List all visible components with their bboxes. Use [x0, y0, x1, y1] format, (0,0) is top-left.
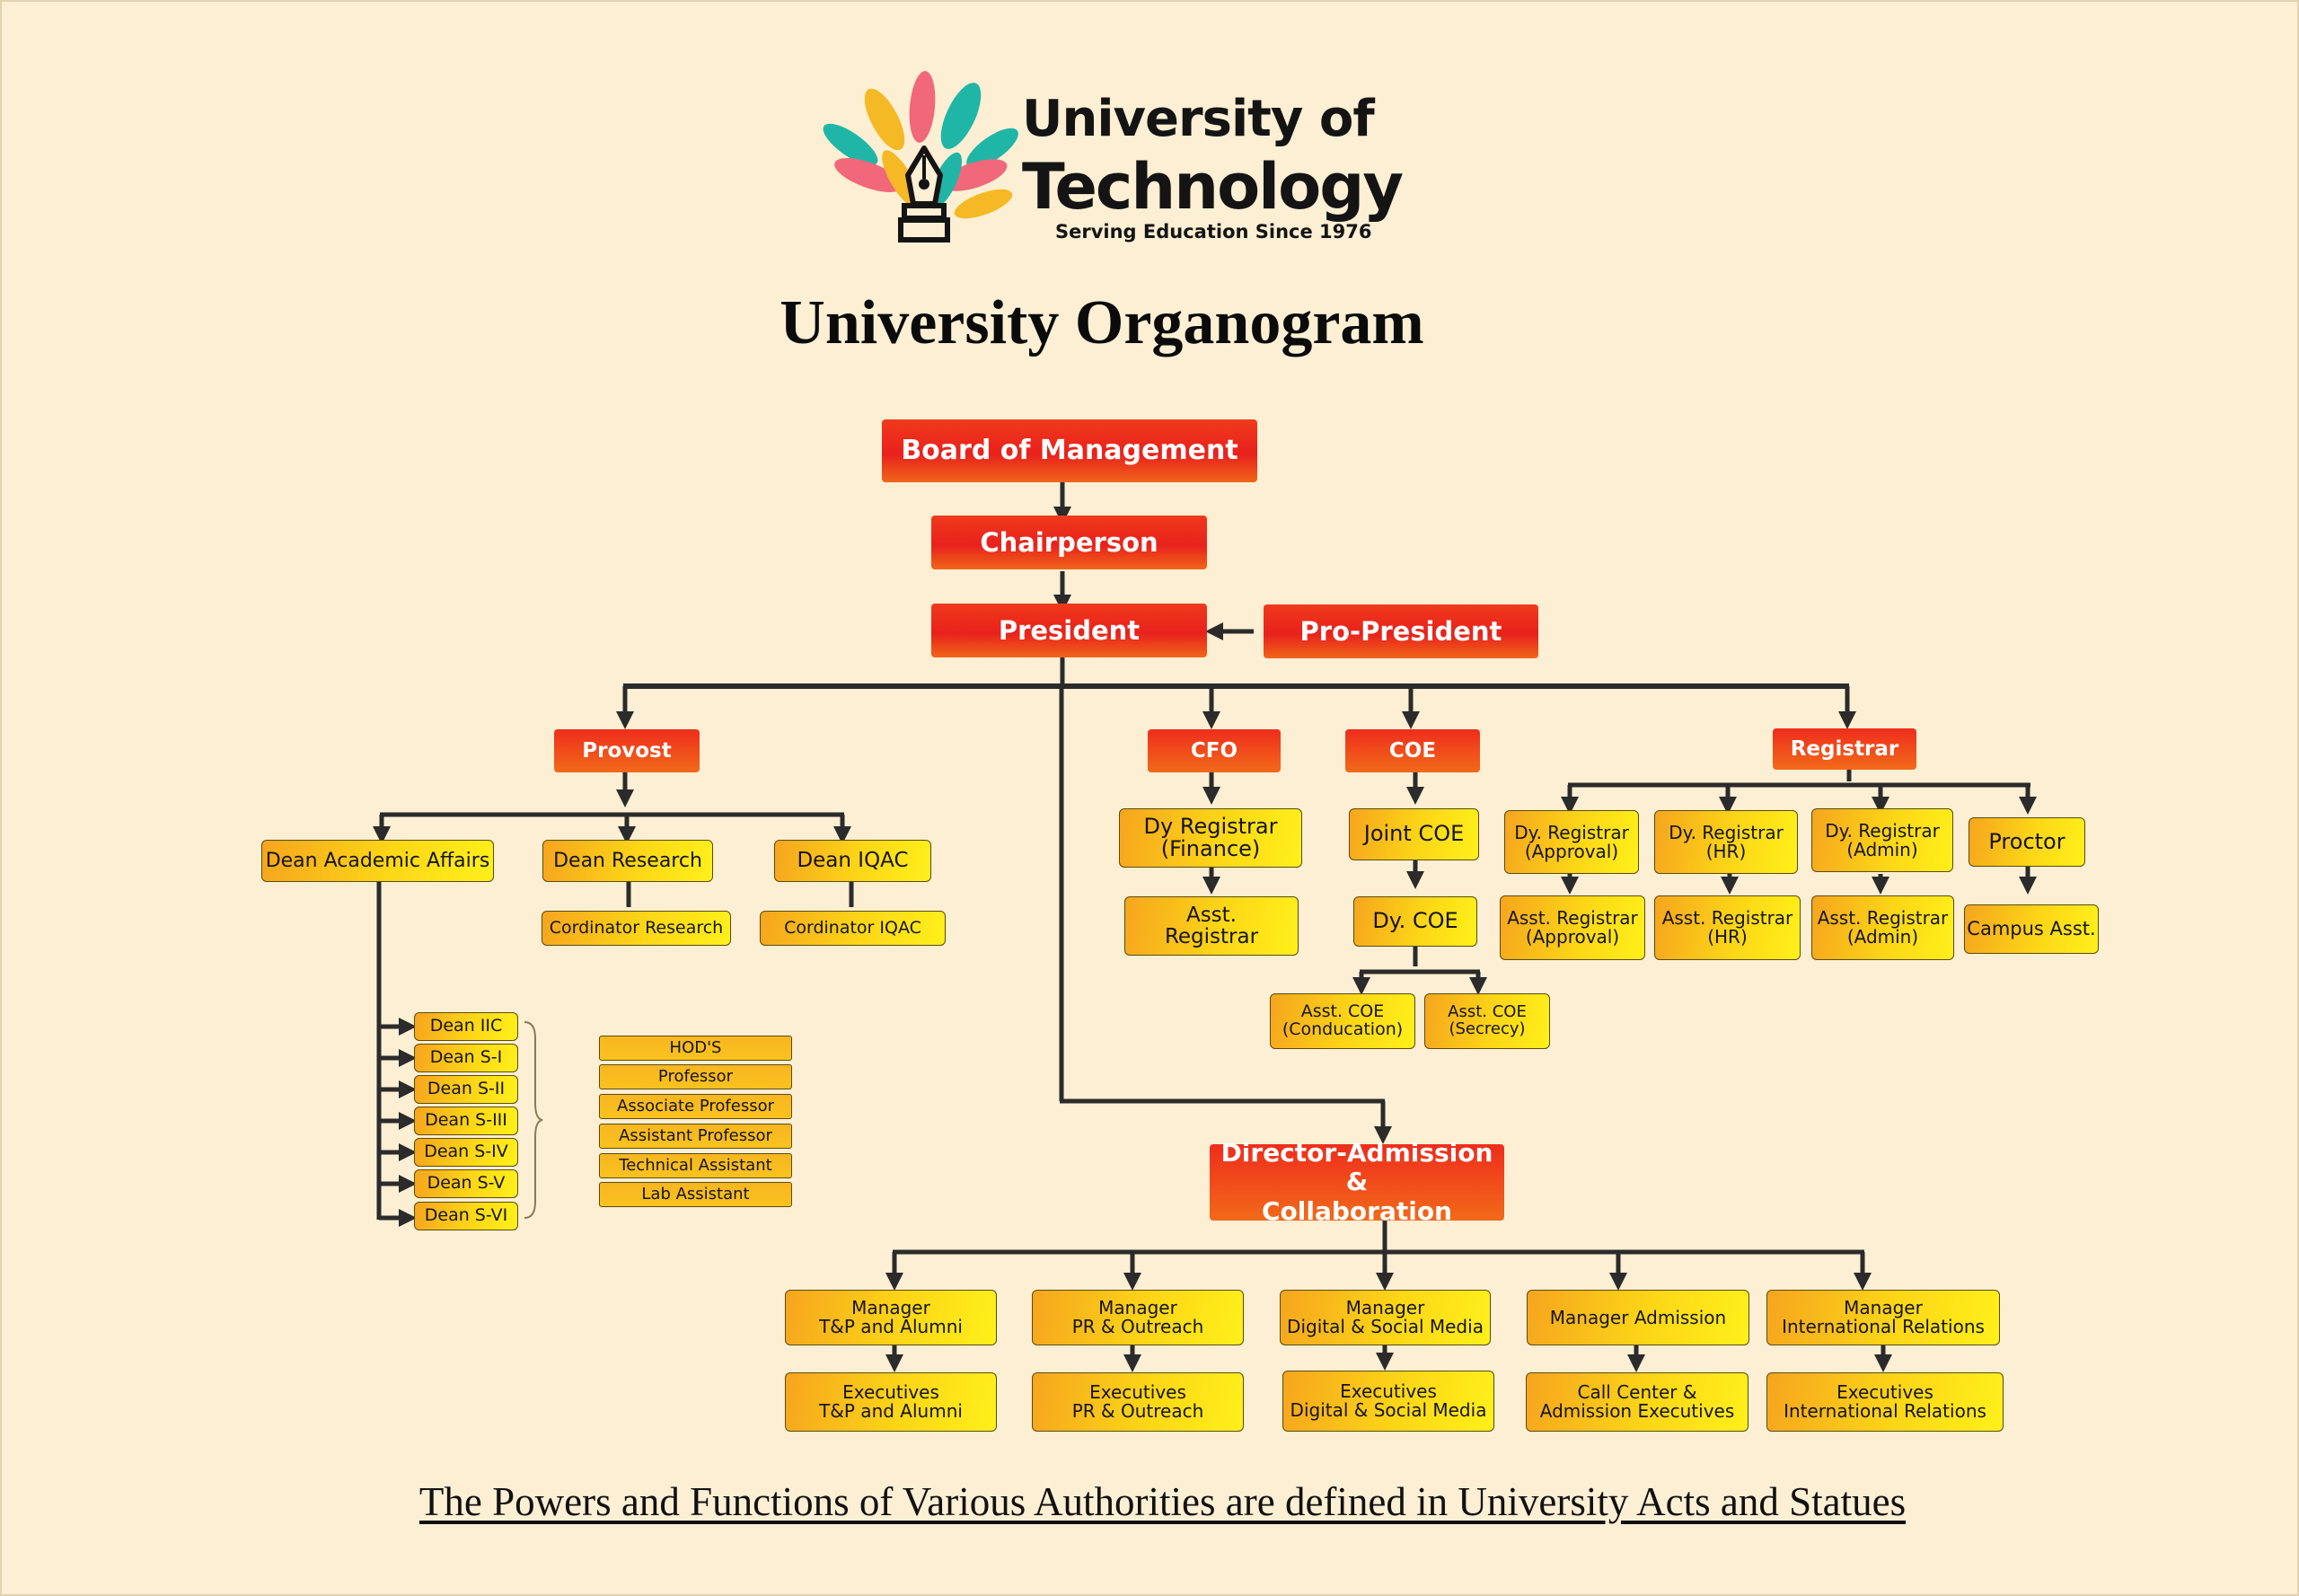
page-title: University Organogram — [780, 288, 1424, 357]
node-executives-pr-outreach: Executives PR & Outreach — [1032, 1372, 1244, 1432]
node-dean-academic-affairs: Dean Academic Affairs — [261, 840, 494, 882]
node-asst-registrar-hr: Asst. Registrar (HR) — [1654, 895, 1801, 960]
node-joint-coe: Joint COE — [1349, 808, 1479, 860]
node-dean-s-iv: Dean S-IV — [414, 1138, 518, 1167]
node-dean-iqac: Dean IQAC — [774, 840, 931, 882]
brand-name-line2: Technology — [1022, 150, 1404, 224]
node-asst-registrar: Asst. Registrar — [1124, 896, 1299, 956]
node-cordinator-research: Cordinator Research — [542, 911, 731, 946]
node-dean-research: Dean Research — [542, 840, 713, 882]
node-director-admission-collaboration: Director-Admission & Collaboration — [1210, 1139, 1504, 1225]
node-registrar: Registrar — [1773, 728, 1916, 770]
node-executives-digital-social-media: Executives Digital & Social Media — [1282, 1371, 1494, 1432]
node-asst-registrar-admin: Asst. Registrar (Admin) — [1811, 895, 1954, 960]
curly-brace-icon — [524, 1021, 543, 1219]
node-coe: COE — [1345, 729, 1480, 772]
node-professor: Professor — [599, 1064, 792, 1089]
node-campus-asst: Campus Asst. — [1964, 904, 2099, 954]
node-executives-tp-alumni: Executives T&P and Alumni — [785, 1372, 997, 1432]
node-dean-s-v: Dean S-V — [414, 1169, 518, 1198]
node-assistant-professor: Assistant Professor — [599, 1124, 792, 1149]
node-manager-admission: Manager Admission — [1527, 1290, 1749, 1345]
node-asst-registrar-approval: Asst. Registrar (Approval) — [1500, 895, 1645, 960]
node-asst-coe-secrecy: Asst. COE (Secrecy) — [1424, 993, 1550, 1049]
node-proctor: Proctor — [1969, 817, 2085, 867]
node-cfo: CFO — [1148, 729, 1281, 772]
university-logo-icon — [823, 71, 1018, 242]
node-pro-president: Pro-President — [1264, 604, 1538, 658]
node-associate-professor: Associate Professor — [599, 1094, 792, 1119]
brand-name-line1: University of — [1022, 90, 1375, 148]
node-manager-digital-social-media: Manager Digital & Social Media — [1280, 1290, 1491, 1345]
node-dy-coe: Dy. COE — [1353, 896, 1477, 947]
node-dean-iic: Dean IIC — [414, 1012, 518, 1041]
node-manager-pr-outreach: Manager PR & Outreach — [1032, 1290, 1244, 1345]
node-cordinator-iqac: Cordinator IQAC — [760, 911, 946, 946]
node-dy-registrar-approval: Dy. Registrar (Approval) — [1504, 810, 1639, 874]
node-hods: HOD'S — [599, 1036, 792, 1061]
node-manager-tp-alumni: Manager T&P and Alumni — [785, 1290, 997, 1345]
footer-note: The Powers and Functions of Various Auth… — [418, 1479, 1907, 1524]
node-dy-registrar-finance: Dy Registrar (Finance) — [1119, 808, 1302, 868]
node-asst-coe-conducation: Asst. COE (Conducation) — [1270, 993, 1415, 1049]
node-dy-registrar-admin: Dy. Registrar (Admin) — [1811, 808, 1953, 872]
node-chairperson: Chairperson — [931, 516, 1207, 569]
node-president: President — [931, 604, 1207, 657]
node-lab-assistant: Lab Assistant — [599, 1182, 792, 1207]
node-dean-s-ii: Dean S-II — [414, 1075, 518, 1104]
node-dean-s-iii: Dean S-III — [414, 1107, 518, 1135]
node-call-center-admission-executives: Call Center & Admission Executives — [1526, 1372, 1748, 1432]
node-dean-s-vi: Dean S-VI — [414, 1202, 518, 1230]
node-manager-international-relations: Manager International Relations — [1766, 1290, 2000, 1345]
node-technical-assistant: Technical Assistant — [599, 1153, 792, 1178]
node-dean-s-i: Dean S-I — [414, 1044, 518, 1072]
node-dy-registrar-hr: Dy. Registrar (HR) — [1654, 810, 1798, 874]
node-board-of-management: Board of Management — [882, 419, 1257, 482]
node-executives-international-relations: Executives International Relations — [1766, 1372, 2004, 1432]
node-provost: Provost — [554, 729, 700, 772]
brand-tagline: Serving Education Since 1976 — [1055, 221, 1372, 242]
